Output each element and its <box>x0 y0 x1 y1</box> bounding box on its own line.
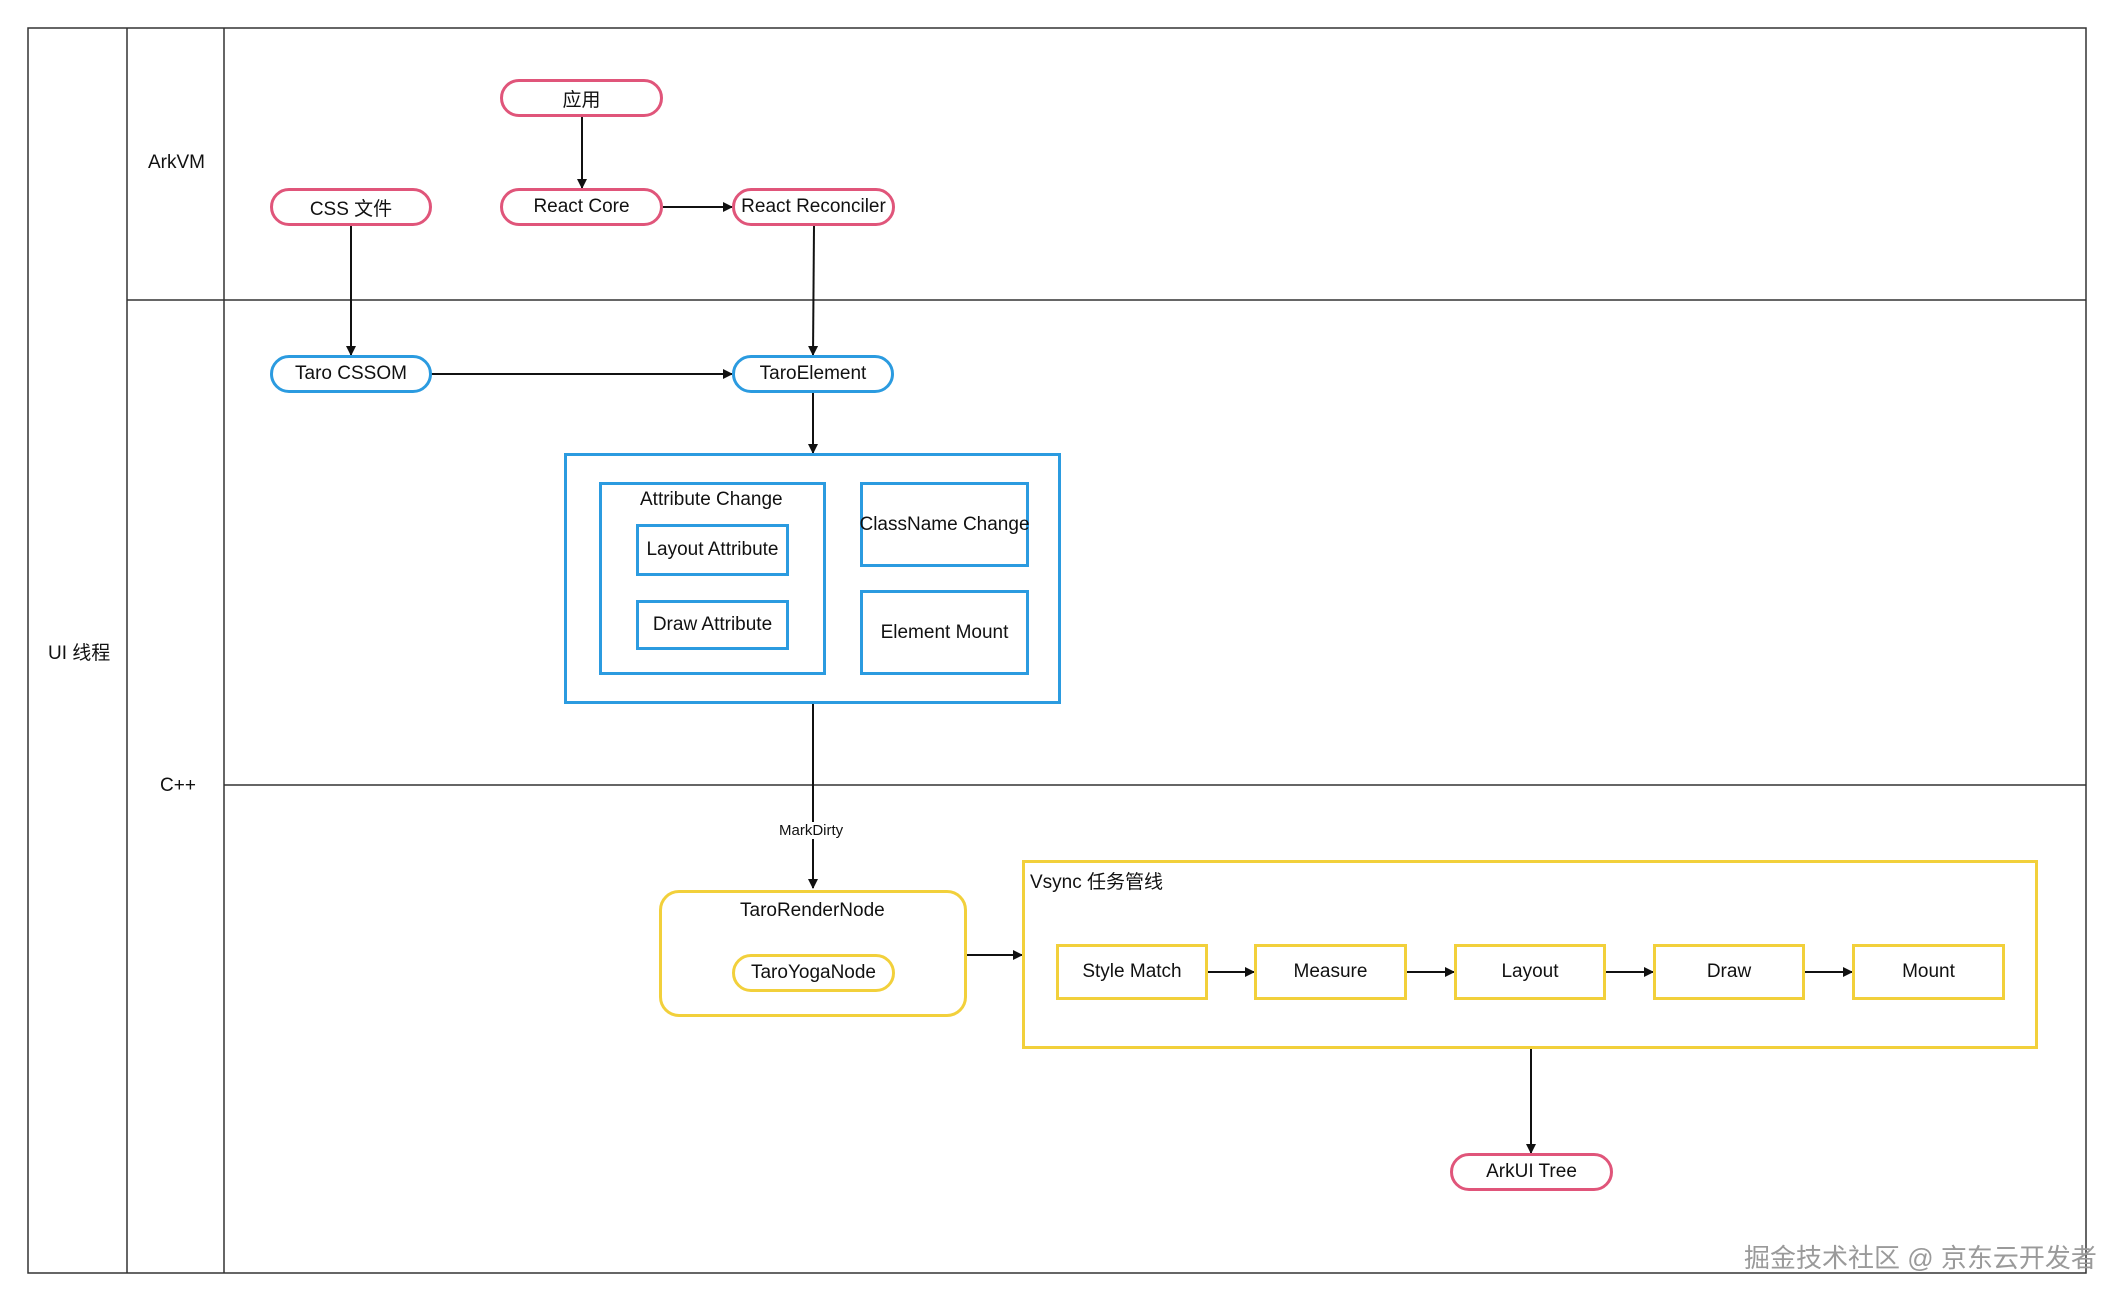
node-react-core: React Core <box>500 188 663 226</box>
node-css-file: CSS 文件 <box>270 188 432 226</box>
node-taro-yoga-node: TaroYogaNode <box>732 954 895 992</box>
watermark: 掘金技术社区 @ 京东云开发者 <box>1744 1243 2097 1273</box>
node-react-reconciler: React Reconciler <box>732 188 895 226</box>
node-arkui-tree: ArkUI Tree <box>1450 1153 1613 1191</box>
edge-label-mark-dirty: MarkDirty <box>777 822 846 839</box>
taro-render-node-group <box>659 890 967 1017</box>
attribute-change-label: Attribute Change <box>640 489 783 510</box>
edge-reconciler-to-taro-element <box>808 225 819 356</box>
node-measure: Measure <box>1254 944 1407 1000</box>
node-classname-change: ClassName Change <box>859 482 1030 567</box>
node-layout-attribute: Layout Attribute <box>636 524 789 576</box>
swimlane-frame <box>27 27 2087 1274</box>
node-taro-element: TaroElement <box>732 355 894 393</box>
lane-label-arkvm: ArkVM <box>148 152 205 173</box>
node-draw-attribute: Draw Attribute <box>636 600 789 650</box>
node-draw: Draw <box>1653 944 1805 1000</box>
attribute-change-group <box>599 482 826 675</box>
node-style-match: Style Match <box>1056 944 1208 1000</box>
node-mount: Mount <box>1852 944 2005 1000</box>
node-element-mount: Element Mount <box>860 590 1029 675</box>
lane-label-ui-thread: UI 线程 <box>48 643 111 664</box>
vsync-pipeline-group <box>1022 860 2038 1049</box>
taro-render-node-label: TaroRenderNode <box>740 900 885 921</box>
node-app: 应用 <box>500 79 663 117</box>
change-group <box>564 453 1061 704</box>
node-layout: Layout <box>1454 944 1606 1000</box>
lane-label-cpp: C++ <box>160 775 196 796</box>
vsync-pipeline-label: Vsync 任务管线 <box>1030 872 1164 893</box>
node-taro-cssom: Taro CSSOM <box>270 355 432 393</box>
